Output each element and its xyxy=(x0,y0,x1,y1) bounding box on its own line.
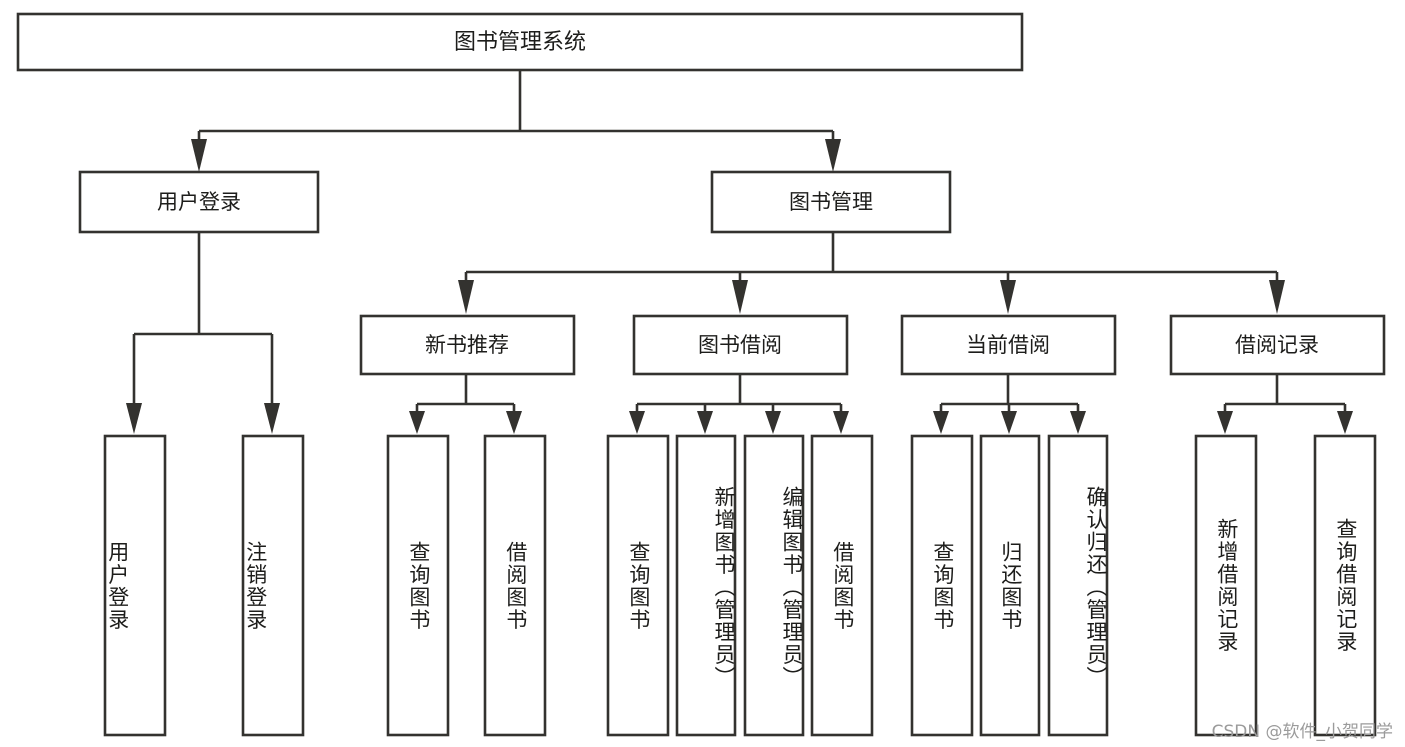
node-leaf-query-book-borrow-box[interactable] xyxy=(606,434,670,737)
arrow-head-user-login xyxy=(191,139,207,172)
arrow-head-leaf-add-record xyxy=(1217,411,1233,434)
arrow-head-new-book-rec xyxy=(458,280,474,314)
csdn-watermark: CSDN @软件_小贺同学 xyxy=(1211,722,1393,742)
arrow-head-borrow-record xyxy=(1269,280,1285,314)
node-borrow-record-label: 借阅记录 xyxy=(1235,333,1319,357)
node-leaf-user-login-box[interactable] xyxy=(103,434,167,737)
arrow-head-leaf-borrow-book-rec xyxy=(506,411,522,434)
node-leaf-edit-book-box[interactable] xyxy=(743,434,805,737)
node-new-book-rec-label: 新书推荐 xyxy=(425,333,509,357)
node-leaf-borrow-book-rec-box[interactable] xyxy=(483,434,547,737)
node-leaf-borrow-book-box[interactable] xyxy=(810,434,874,737)
arrow-head-leaf-add-book xyxy=(697,411,713,434)
arrow-head-leaf-query-book-cur xyxy=(933,411,949,434)
node-book-manage-label: 图书管理 xyxy=(789,190,873,214)
arrow-head-book-manage xyxy=(825,139,841,172)
arrow-head-leaf-edit-book xyxy=(765,411,781,434)
node-leaf-add-record-box[interactable] xyxy=(1194,434,1258,737)
arrow-head-book-borrow xyxy=(732,280,748,314)
node-leaf-add-book-box[interactable] xyxy=(675,434,737,737)
node-current-borrow-label: 当前借阅 xyxy=(966,333,1050,357)
node-current-borrow-box[interactable] xyxy=(900,314,1117,376)
connector-layer xyxy=(126,70,1353,434)
arrow-head-leaf-query-book-borrow xyxy=(629,411,645,434)
node-leaf-query-book-cur-box[interactable] xyxy=(910,434,974,737)
node-leaf-return-book-box[interactable] xyxy=(979,434,1041,737)
node-leaf-user-logout-box[interactable] xyxy=(241,434,305,737)
node-root-label: 图书管理系统 xyxy=(454,30,586,55)
arrow-head-leaf-user-login xyxy=(126,403,142,434)
node-borrow-record-box[interactable] xyxy=(1169,314,1386,376)
node-leaf-confirm-return-box[interactable] xyxy=(1047,434,1109,737)
arrow-head-current-borrow xyxy=(1000,280,1016,314)
arrow-head-leaf-user-logout xyxy=(264,403,280,434)
node-book-borrow-box[interactable] xyxy=(632,314,849,376)
node-user-login-box[interactable] xyxy=(78,170,320,234)
arrow-head-leaf-return-book xyxy=(1001,411,1017,434)
node-book-manage-box[interactable] xyxy=(710,170,952,234)
node-user-login-label: 用户登录 xyxy=(157,190,241,214)
node-root-box[interactable] xyxy=(16,12,1024,72)
arrow-head-leaf-borrow-book xyxy=(833,411,849,434)
arrow-head-leaf-query-record xyxy=(1337,411,1353,434)
arrow-head-leaf-query-book-rec xyxy=(409,411,425,434)
arrow-head-leaf-confirm-return xyxy=(1070,411,1086,434)
node-leaf-query-book-rec-box[interactable] xyxy=(386,434,450,737)
node-new-book-rec-box[interactable] xyxy=(359,314,576,376)
node-book-borrow-label: 图书借阅 xyxy=(698,333,782,357)
node-leaf-query-record-box[interactable] xyxy=(1313,434,1377,737)
